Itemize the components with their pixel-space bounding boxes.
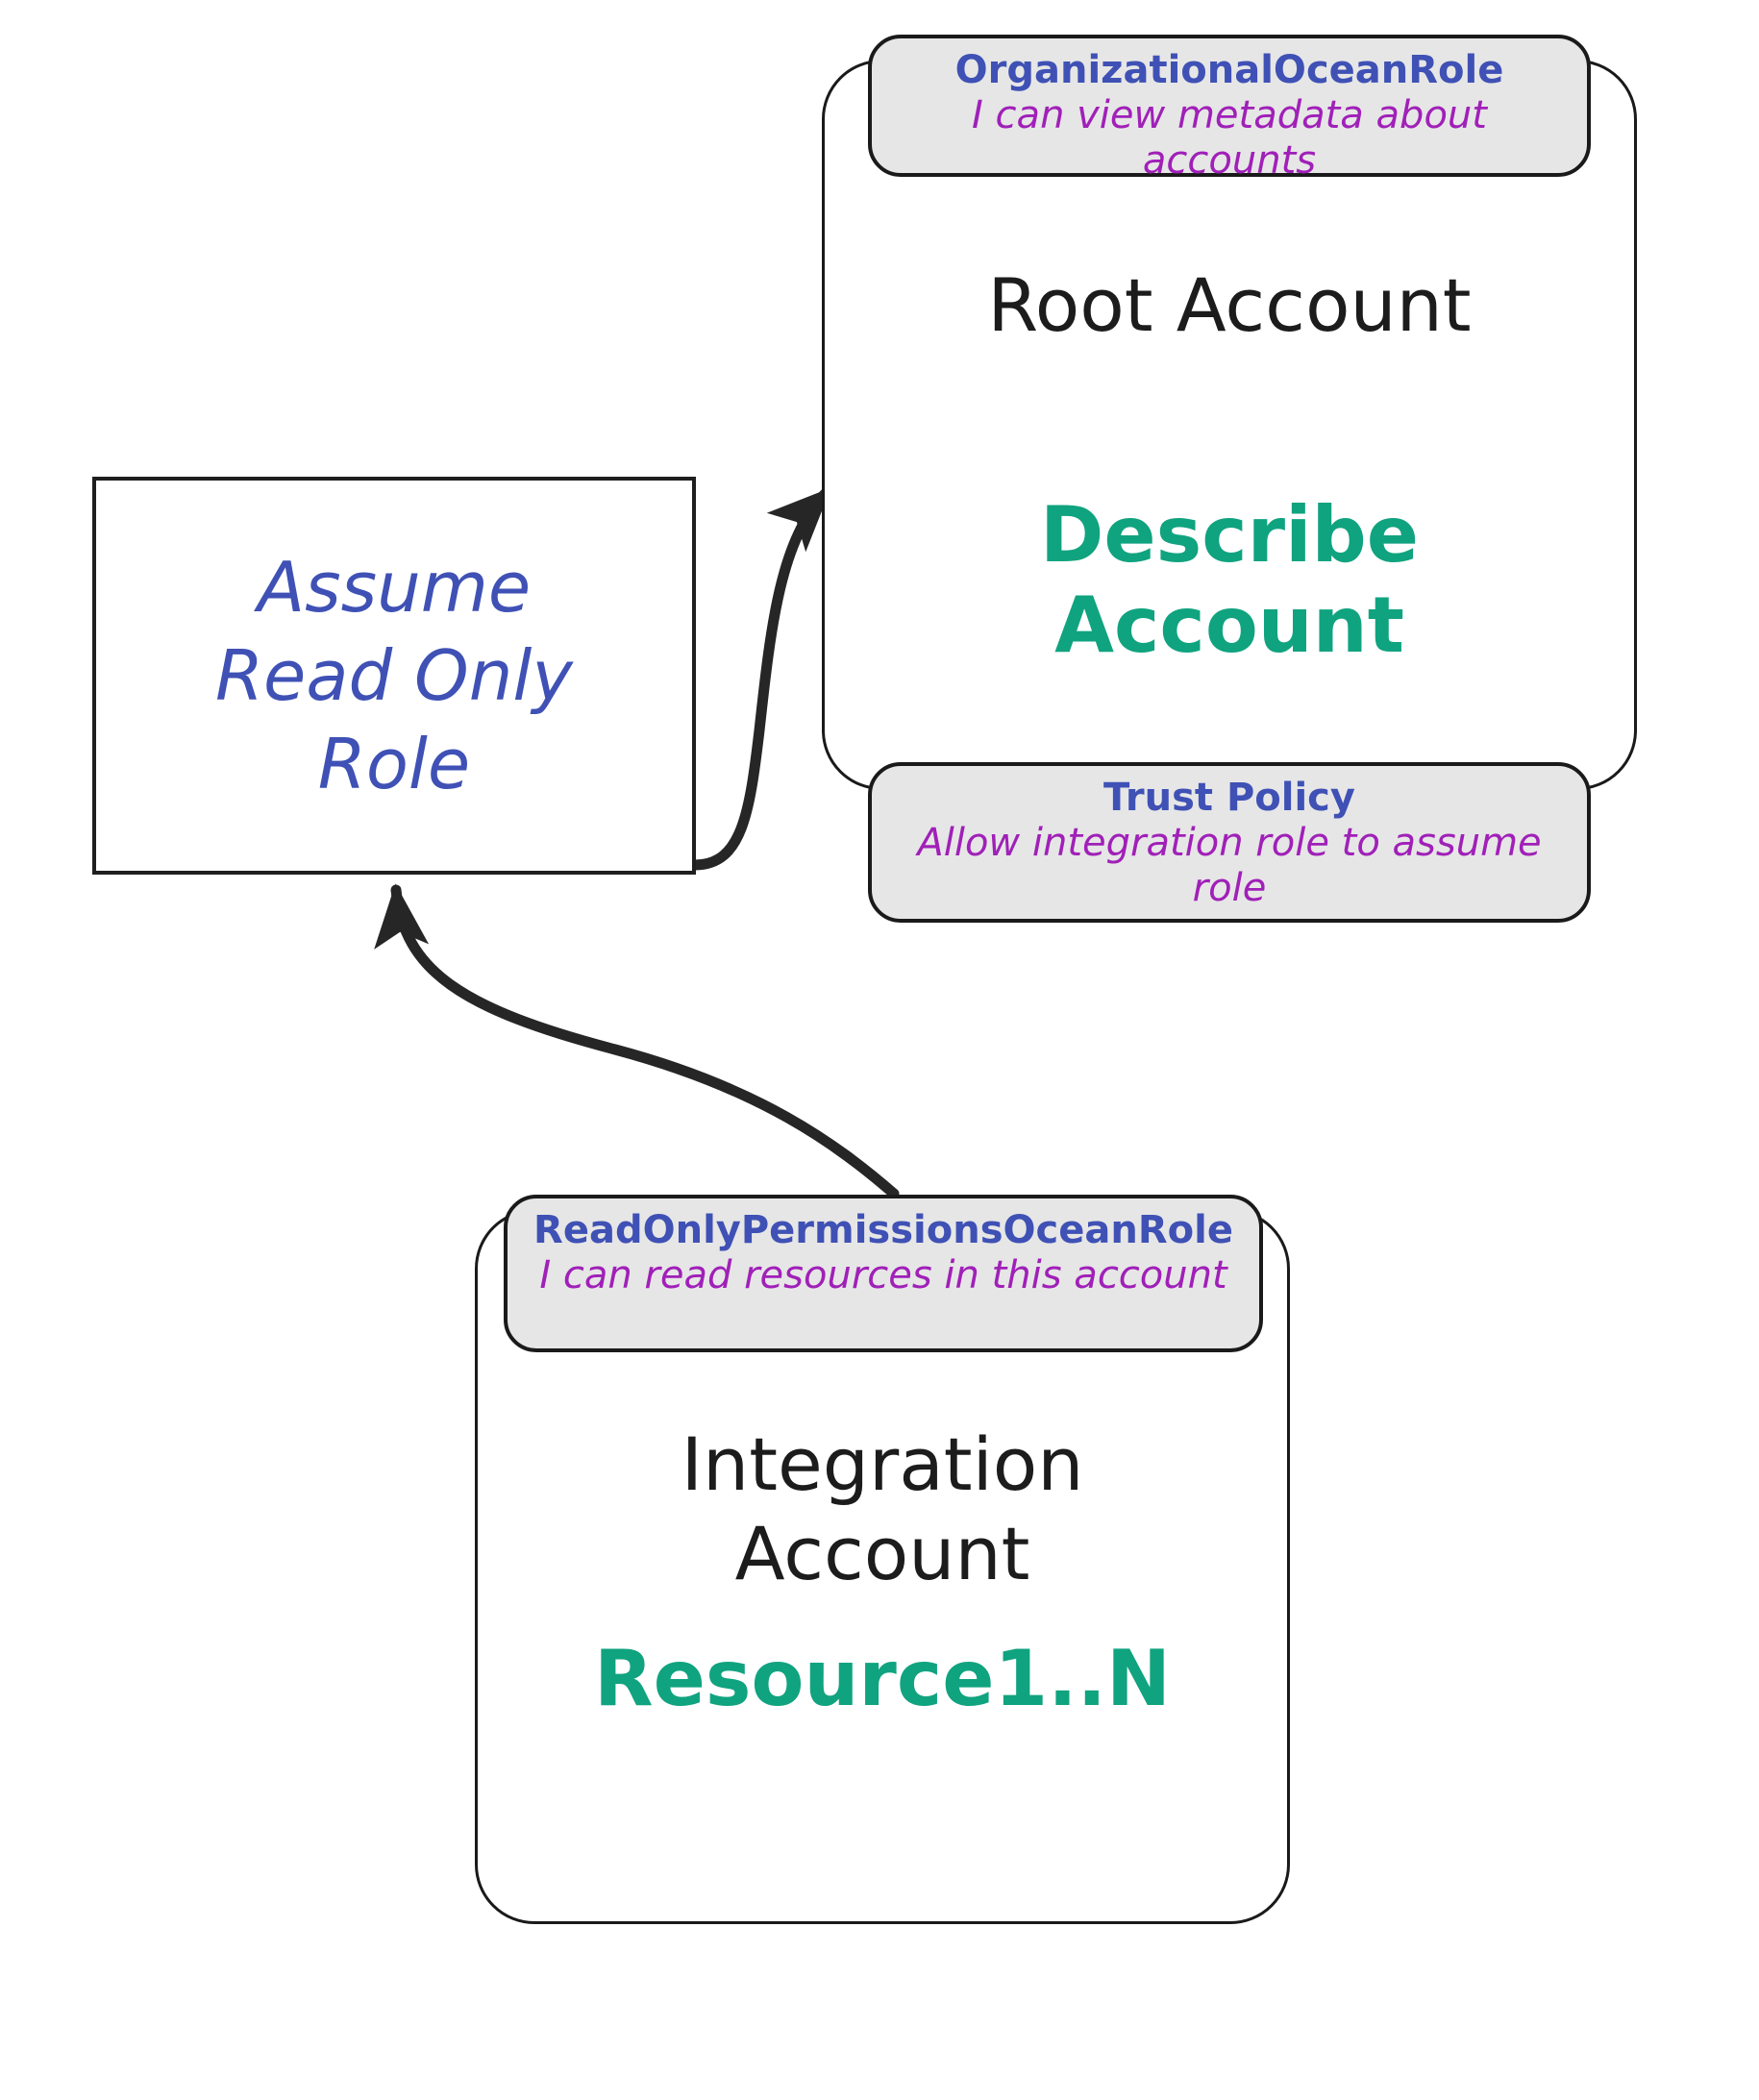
organizational-ocean-role-name: OrganizationalOceanRole bbox=[954, 48, 1504, 92]
connector-assume-to-root bbox=[689, 486, 832, 871]
trust-policy-badge[interactable]: Trust Policy Allow integration role to a… bbox=[868, 762, 1591, 923]
root-account-resource-label: Describe Account bbox=[1039, 490, 1420, 671]
assume-read-only-role-label: Assume Read Only Role bbox=[215, 546, 573, 805]
organizational-ocean-role-description: I can view metadata about accounts bbox=[972, 93, 1487, 184]
integration-account-resource-label: Resource1..N bbox=[594, 1634, 1171, 1723]
readonly-permissions-ocean-role-description: I can read resources in this account bbox=[539, 1253, 1227, 1298]
organizational-ocean-role-badge[interactable]: OrganizationalOceanRole I can view metad… bbox=[868, 35, 1591, 183]
connector-integration-role-to-assume bbox=[374, 883, 900, 1199]
integration-account-title: Integration Account bbox=[681, 1421, 1084, 1596]
trust-policy-name: Trust Policy bbox=[1103, 776, 1355, 820]
readonly-permissions-ocean-role-name: ReadOnlyPermissionsOceanRole bbox=[533, 1208, 1233, 1252]
readonly-permissions-ocean-role-badge[interactable]: ReadOnlyPermissionsOceanRole I can read … bbox=[504, 1195, 1263, 1352]
assume-read-only-role-box[interactable]: Assume Read Only Role bbox=[92, 477, 696, 875]
root-account-title: Root Account bbox=[987, 262, 1472, 348]
trust-policy-description: Allow integration role to assume role bbox=[917, 821, 1542, 911]
